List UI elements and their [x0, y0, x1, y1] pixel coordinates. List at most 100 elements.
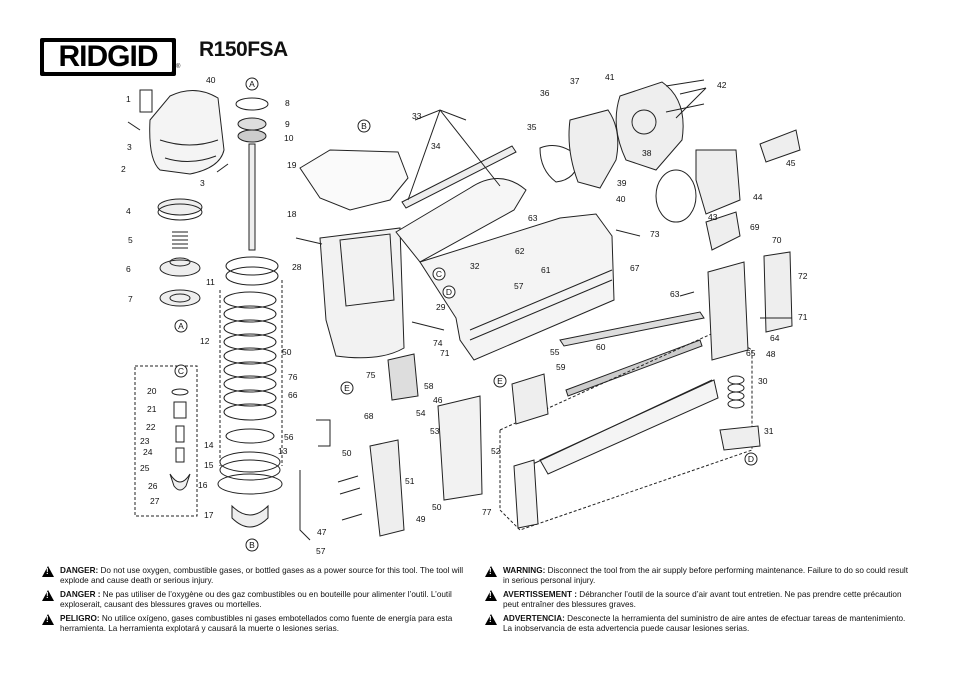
part-label: 15	[204, 460, 214, 470]
warning-label: AVERTISSEMENT :	[503, 590, 577, 600]
part-label: 74	[433, 338, 443, 348]
part-label: 13	[278, 446, 288, 456]
part-label: 23	[140, 436, 150, 446]
part-label: 18	[287, 209, 297, 219]
part-label: 26	[148, 481, 158, 491]
part-label: 34	[431, 141, 441, 151]
warning-en: WARNING: Disconnect the tool from the ai…	[485, 566, 913, 585]
part-label: 25	[140, 463, 150, 473]
warning-label: WARNING:	[503, 566, 546, 575]
part-label: 35	[527, 122, 537, 132]
part-label: 72	[798, 271, 808, 281]
danger-warnings-column: DANGER: Do not use oxygen, combustible g…	[42, 566, 470, 639]
warning-text: Desconecte la herramienta del suministro…	[503, 614, 906, 633]
part-label: 63	[528, 213, 538, 223]
part-label: 24	[143, 447, 153, 457]
part-label: 16	[198, 480, 208, 490]
warning-es: ADVERTENCIA: Desconecte la herramienta d…	[485, 614, 913, 633]
part-label: 6	[126, 264, 131, 274]
warning-triangle-icon	[485, 590, 497, 602]
part-label: 51	[405, 476, 415, 486]
part-label: 37	[570, 76, 580, 86]
part-label: 32	[470, 261, 480, 271]
part-label: 21	[147, 404, 157, 414]
part-label: 44	[753, 192, 763, 202]
part-label: 64	[770, 333, 780, 343]
part-label: 33	[412, 111, 422, 121]
part-label: 77	[482, 507, 492, 517]
warning-fr: AVERTISSEMENT : Débrancher l’outil de la…	[485, 590, 913, 609]
part-label: 45	[786, 158, 796, 168]
callout-d-body: D	[446, 287, 452, 297]
part-label: 56	[284, 432, 294, 442]
warning-text: Do not use oxygen, combustible gases, or…	[60, 566, 464, 585]
callout-b-bottom: B	[249, 540, 255, 550]
part-label: 36	[540, 88, 550, 98]
exploded-view-diagram: A A B C B C D E E D 1 2 3 3 4 5 6 7 8 9 …	[121, 72, 808, 556]
part-label: 54	[416, 408, 426, 418]
part-label: 30	[758, 376, 768, 386]
danger-warning-es: PELIGRO: No utilice oxígeno, gases combu…	[42, 614, 470, 633]
part-label: 40	[206, 75, 216, 85]
part-label: 7	[128, 294, 133, 304]
part-label: 75	[366, 370, 376, 380]
part-label: 49	[416, 514, 426, 524]
warning-label: DANGER:	[60, 566, 99, 575]
warning-text: No utilice oxígeno, gases combustibles n…	[60, 614, 453, 633]
callout-a-left: A	[178, 321, 184, 331]
part-label: 3	[200, 178, 205, 188]
part-label: 70	[772, 235, 782, 245]
warning-triangle-icon	[485, 566, 497, 577]
part-label: 73	[650, 229, 660, 239]
part-label: 46	[433, 395, 443, 405]
registered-mark: ®	[176, 64, 181, 70]
model-number: R150FSA	[199, 38, 288, 61]
part-label: 68	[364, 411, 374, 421]
callout-c-inset: C	[178, 366, 184, 376]
part-label: 55	[550, 347, 560, 357]
part-label: 20	[147, 386, 157, 396]
part-label: 29	[436, 302, 446, 312]
part-label: 4	[126, 206, 131, 216]
warning-text: Débrancher l’outil de la source d’air av…	[503, 590, 902, 609]
brand-name: RIDGID	[58, 40, 159, 73]
callout-d-bottom: D	[748, 454, 754, 464]
part-label: 71	[798, 312, 808, 322]
part-label: 50	[342, 448, 352, 458]
part-label: 50	[432, 502, 442, 512]
ridgid-logo: RIDGID	[40, 38, 176, 76]
danger-warning-fr: DANGER : Ne pas utiliser de l’oxygène ou…	[42, 590, 470, 609]
part-label: 52	[491, 446, 501, 456]
part-label: 67	[630, 263, 640, 273]
part-label: 11	[206, 277, 215, 287]
part-label: 65	[746, 348, 756, 358]
part-label: 76	[288, 372, 298, 382]
part-label: 17	[204, 510, 214, 520]
part-label: 5	[128, 235, 133, 245]
part-label: 27	[150, 496, 160, 506]
part-label: 69	[750, 222, 760, 232]
warning-triangle-icon	[42, 614, 54, 626]
part-label: 61	[541, 265, 551, 275]
part-label: 66	[288, 390, 298, 400]
part-label: 50	[282, 347, 292, 357]
part-label: 38	[642, 148, 652, 158]
warning-text: Ne pas utiliser de l’oxygène ou des gaz …	[60, 590, 452, 609]
part-label: 53	[430, 426, 440, 436]
warning-text: Disconnect the tool from the air supply …	[503, 566, 909, 585]
part-label: 22	[146, 422, 156, 432]
warning-label: PELIGRO:	[60, 614, 100, 624]
part-label: 42	[717, 80, 727, 90]
part-label: 28	[292, 262, 302, 272]
part-label: 71	[440, 348, 450, 358]
part-label: 2	[121, 164, 126, 174]
callout-a-top: A	[249, 79, 255, 89]
part-label: 60	[596, 342, 606, 352]
part-label: 57	[514, 281, 524, 291]
danger-warning-en: DANGER: Do not use oxygen, combustible g…	[42, 566, 470, 585]
part-label: 40	[616, 194, 626, 204]
warning-triangle-icon	[42, 566, 54, 577]
part-label: 31	[764, 426, 774, 436]
part-label: 62	[515, 246, 525, 256]
warning-label: ADVERTENCIA:	[503, 614, 565, 624]
